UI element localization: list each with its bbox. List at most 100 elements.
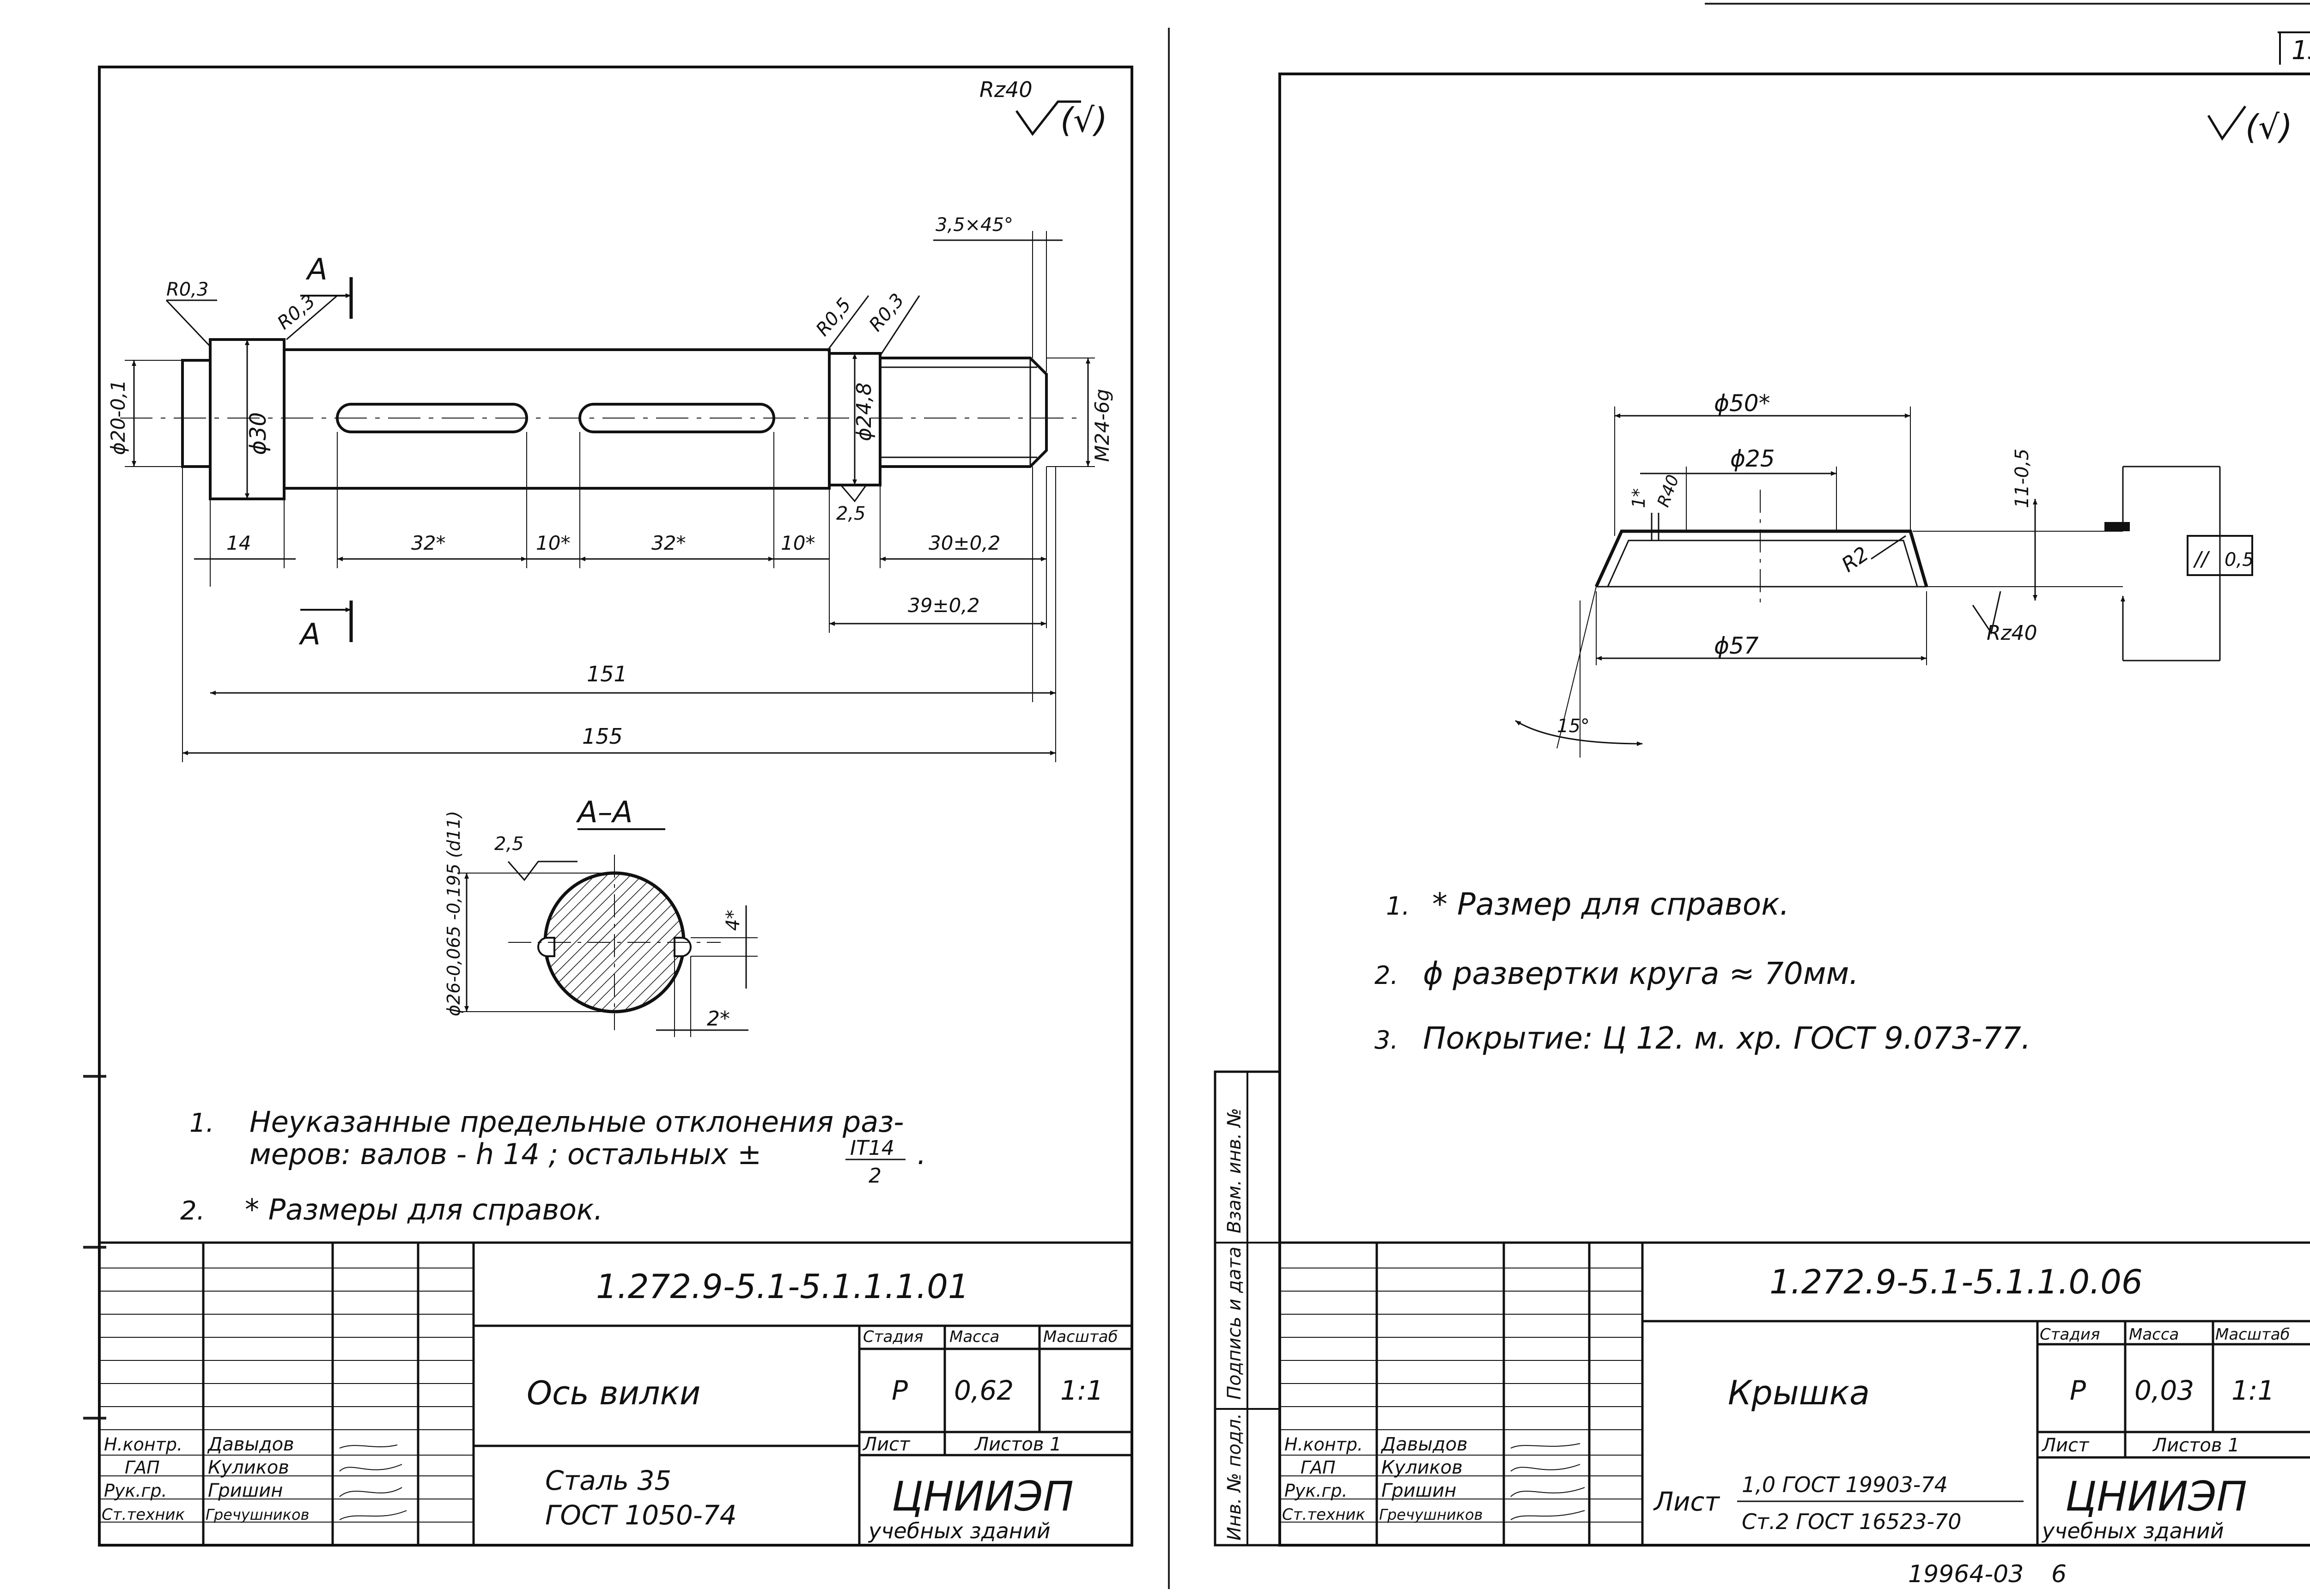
svg-text:* Размер для справок.: * Размер для справок. [1432, 886, 1789, 922]
svg-text:14: 14 [226, 532, 251, 554]
roughness-general-mark: Rz40 (√) [979, 77, 1107, 140]
svg-text:Масса: Масса [2129, 1325, 2179, 1344]
svg-text:Масштаб: Масштаб [2215, 1325, 2290, 1344]
left-sheet: Rz40 (√) А А [98, 66, 1133, 1547]
svg-text:135: 135 [2292, 36, 2310, 66]
svg-text:Листов 1: Листов 1 [2152, 1435, 2240, 1456]
svg-text:(√): (√) [1060, 101, 1107, 140]
svg-text:2.: 2. [180, 1196, 205, 1226]
left-title-block: 1.272.9-5.1-5.1.1.1.01 Ось вилки Сталь 3… [99, 1241, 1132, 1545]
svg-text:Гришин: Гришин [1381, 1480, 1456, 1501]
svg-text:Гречушников: Гречушников [206, 1506, 309, 1523]
svg-text:учебных зданий: учебных зданий [868, 1518, 1051, 1543]
svg-text:Rz40: Rz40 [1987, 621, 2037, 645]
svg-text:2: 2 [869, 1164, 881, 1188]
svg-text:3.: 3. [1374, 1026, 1398, 1055]
section-a-a: А–А ϕ26-0,065 -0,195 (d11) 2,5 4* 2* [444, 795, 758, 1037]
section-marker-top: А [300, 253, 353, 319]
svg-text:4*: 4* [723, 910, 744, 931]
svg-text:10*: 10* [536, 532, 570, 554]
svg-text:Куликов: Куликов [208, 1457, 289, 1478]
svg-text:Неуказанные предельные откло: Неуказанные предельные отклонения раз- [249, 1105, 904, 1139]
svg-text:10*: 10* [781, 532, 815, 554]
right-notes: 1. * Размер для справок. 2. ϕ развертки … [1374, 886, 2031, 1056]
svg-text:.: . [917, 1137, 926, 1171]
svg-text:меров: валов - h 14 ; остальн: меров: валов - h 14 ; остальных ± [249, 1137, 761, 1171]
svg-text:M24-6g: M24-6g [1091, 389, 1113, 462]
svg-text:32*: 32* [651, 532, 686, 554]
svg-text:Лист: Лист [1653, 1487, 1720, 1517]
svg-text:1:1: 1:1 [1060, 1375, 1103, 1406]
svg-text:Листов 1: Листов 1 [974, 1434, 1062, 1455]
svg-text:1.272.9-5.1-5.1.1.0.06: 1.272.9-5.1-5.1.1.0.06 [1769, 1262, 2143, 1301]
svg-text:Стадия: Стадия [2040, 1325, 2100, 1344]
svg-text:1,0 ГОСТ 19903-74: 1,0 ГОСТ 19903-74 [1742, 1472, 1948, 1497]
diameter-dimensions: ϕ20-0,1 ϕ30 ϕ24,8 M24-6g [107, 340, 1113, 499]
svg-text:1.: 1. [189, 1108, 214, 1138]
archive-sheet: 6 [2051, 1560, 2067, 1588]
svg-text:ϕ50*: ϕ50* [1714, 390, 1770, 417]
svg-text:2*: 2* [707, 1007, 730, 1031]
svg-text:ϕ24,8: ϕ24,8 [852, 382, 876, 441]
svg-text:Давыдов: Давыдов [1380, 1434, 1468, 1455]
svg-text:Ст.2 ГОСТ 16523-70: Ст.2 ГОСТ 16523-70 [1742, 1509, 1962, 1534]
svg-text:Лист: Лист [2041, 1435, 2090, 1456]
svg-text:R0,3: R0,3 [865, 290, 908, 336]
svg-text:учебных зданий: учебных зданий [2041, 1518, 2224, 1543]
svg-text:Р: Р [892, 1375, 908, 1406]
svg-text:Ст.техник: Ст.техник [102, 1505, 185, 1524]
svg-text:0,5: 0,5 [2225, 549, 2254, 570]
svg-text:155: 155 [582, 724, 623, 749]
svg-text:ϕ20-0,1: ϕ20-0,1 [107, 380, 129, 455]
svg-text:ϕ30: ϕ30 [245, 412, 271, 455]
svg-text:2,5: 2,5 [494, 833, 524, 855]
svg-text:2,5: 2,5 [836, 503, 866, 524]
svg-text:Р: Р [2070, 1375, 2086, 1406]
svg-text:Стадия: Стадия [863, 1328, 923, 1346]
svg-text:15°: 15° [1557, 716, 1590, 737]
svg-text:ϕ57: ϕ57 [1714, 632, 1759, 659]
svg-text:Н.контр.: Н.контр. [104, 1434, 182, 1455]
svg-text:R40: R40 [1654, 472, 1683, 510]
svg-text:Rz40: Rz40 [979, 77, 1033, 102]
svg-text:R0,5: R0,5 [812, 294, 855, 340]
svg-text:Масса: Масса [949, 1328, 999, 1346]
lid-dimensions: ϕ50* ϕ25 ϕ57 R40 1* R2 11-0,5 Rz40 15° [1515, 390, 2042, 758]
svg-text:Ст.техник: Ст.техник [1282, 1505, 1366, 1524]
svg-text:Инв. № подл.: Инв. № подл. [1224, 1413, 1245, 1541]
lid-profile [1594, 490, 1928, 605]
svg-text:1.: 1. [1386, 892, 1410, 921]
page-number: 135 [2278, 31, 2310, 66]
right-title-block: 1.272.9-5.1-5.1.1.0.06 Крышка Лист 1,0 Г… [1280, 1241, 2310, 1545]
roughness-rest-mark: (√) [2207, 105, 2292, 146]
right-sheet-frame [1278, 73, 2310, 1547]
svg-text:ГАП: ГАП [125, 1457, 160, 1478]
svg-text:Н.контр.: Н.контр. [1284, 1434, 1363, 1455]
svg-text:Куликов: Куликов [1381, 1457, 1463, 1478]
svg-text:А: А [298, 618, 321, 652]
svg-text:1.272.9-5.1-5.1.1.1.01: 1.272.9-5.1-5.1.1.1.01 [596, 1267, 969, 1306]
roughness-2-5-mark: 2,5 [836, 485, 867, 524]
svg-text:(√): (√) [2245, 108, 2292, 146]
svg-text:30±0,2: 30±0,2 [929, 532, 1000, 554]
svg-text:11-0,5: 11-0,5 [2012, 449, 2033, 508]
svg-text:Давыдов: Давыдов [207, 1434, 294, 1455]
svg-text:Рук.гр.: Рук.гр. [104, 1481, 167, 1501]
section-marker-bottom: А [298, 601, 353, 652]
svg-text:IT14: IT14 [850, 1136, 894, 1160]
svg-text:Рук.гр.: Рук.гр. [1284, 1481, 1348, 1501]
svg-text:Подпись и дата: Подпись и дата [1224, 1247, 1245, 1400]
right-sheet: (√) ϕ50* ϕ25 ϕ57 R40 1* R2 [1214, 73, 2310, 1547]
svg-text:ЦНИИЭП: ЦНИИЭП [892, 1473, 1074, 1520]
svg-text:ϕ развертки круга ≈ 70мм.: ϕ развертки круга ≈ 70мм. [1423, 956, 1859, 991]
svg-text:R2: R2 [1837, 542, 1873, 577]
side-strip: Инв. № подл. Подпись и дата Взам. инв. № [1214, 1070, 1281, 1547]
svg-text:Ось вилки: Ось вилки [527, 1374, 700, 1412]
svg-text:Крышка: Крышка [1728, 1373, 1870, 1412]
svg-text:Покрытие: Ц 12. м. хр. ГОСТ: Покрытие: Ц 12. м. хр. ГОСТ 9.073-77. [1423, 1020, 2031, 1056]
svg-text:Сталь 35: Сталь 35 [545, 1465, 671, 1496]
svg-text:Гришин: Гришин [208, 1480, 283, 1501]
svg-text:Гречушников: Гречушников [1379, 1506, 1483, 1523]
svg-text:32*: 32* [411, 532, 445, 554]
